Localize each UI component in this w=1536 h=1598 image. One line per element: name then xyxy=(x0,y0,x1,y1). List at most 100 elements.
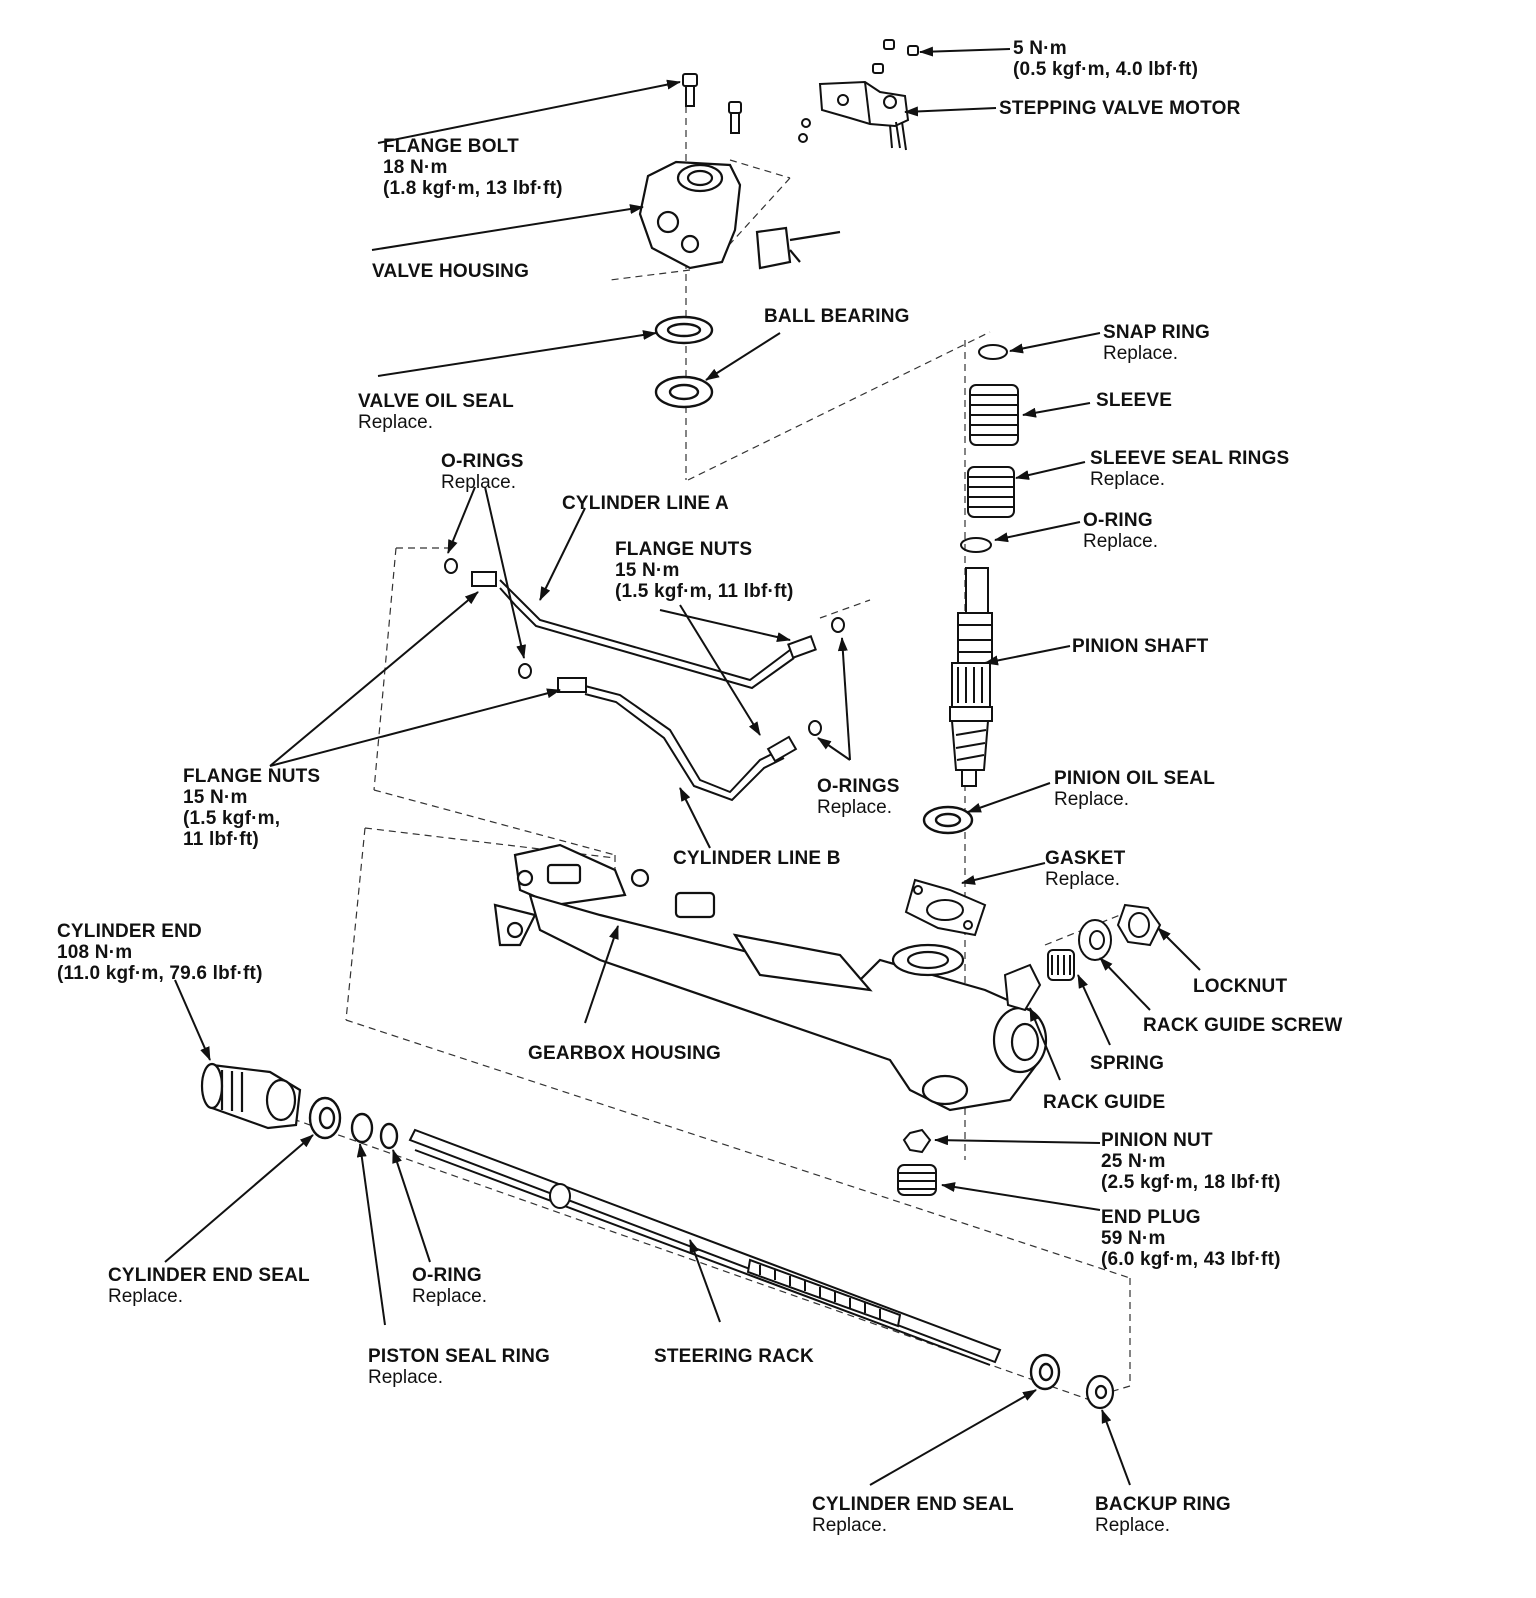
label-line: Replace. xyxy=(358,412,433,433)
stepping-valve-motor-part xyxy=(798,80,910,151)
label-title: PISTON SEAL RING xyxy=(368,1346,550,1367)
label-title: 5 N·m xyxy=(1013,38,1067,59)
label-pinion-nut: PINION NUT 25 N·m (2.5 kgf·m, 18 lbf·ft) xyxy=(1101,1130,1281,1193)
label-title: END PLUG xyxy=(1101,1207,1201,1228)
label-cylinder-end: CYLINDER END 108 N·m (11.0 kgf·m, 79.6 l… xyxy=(57,921,263,984)
label-title: O-RINGS xyxy=(441,451,524,472)
o-ring-pinion-part xyxy=(960,537,992,553)
label-rack-guide: RACK GUIDE xyxy=(1043,1092,1165,1113)
label-title: FLANGE BOLT xyxy=(383,136,519,157)
label-line: 108 N·m xyxy=(57,942,133,963)
ball-bearing-part xyxy=(654,375,714,409)
label-title: SNAP RING xyxy=(1103,322,1211,343)
cylinder-end-part xyxy=(200,1062,302,1130)
gearbox-housing-part xyxy=(493,843,1048,1112)
label-title: CYLINDER LINE B xyxy=(673,848,841,869)
cylinder-end-seal-left-part xyxy=(308,1096,342,1140)
label-title: PINION OIL SEAL xyxy=(1054,768,1216,789)
label-title: SLEEVE SEAL RINGS xyxy=(1090,448,1290,469)
valve-oil-seal-part xyxy=(654,315,714,345)
spring-part xyxy=(1047,949,1075,981)
label-line: (1.8 kgf·m, 13 lbf·ft) xyxy=(383,178,563,199)
flange-bolt-part xyxy=(682,73,742,134)
label-line: 11 lbf·ft) xyxy=(183,829,259,850)
cylinder-end-seal-right-part xyxy=(1029,1353,1061,1391)
label-cylinder-end-seal-right: CYLINDER END SEAL Replace. xyxy=(812,1494,1014,1536)
label-title: O-RING xyxy=(1083,510,1153,531)
label-line: Replace. xyxy=(1045,869,1120,890)
label-line: Replace. xyxy=(1054,789,1129,810)
label-line: Replace. xyxy=(1103,343,1178,364)
label-title: O-RINGS xyxy=(817,776,900,797)
label-o-ring-rack: O-RING Replace. xyxy=(412,1265,487,1307)
label-line: 18 N·m xyxy=(383,157,448,178)
label-o-ring-pinion: O-RING Replace. xyxy=(1083,510,1158,552)
label-flange-nuts-left: FLANGE NUTS 15 N·m (1.5 kgf·m, 11 lbf·ft… xyxy=(183,766,320,850)
label-title: CYLINDER LINE A xyxy=(562,493,729,514)
label-pinion-shaft: PINION SHAFT xyxy=(1072,636,1208,657)
label-line: (1.5 kgf·m, 11 lbf·ft) xyxy=(615,581,794,602)
pinion-nut-part xyxy=(902,1128,932,1154)
cylinder-line-b-part xyxy=(557,677,798,802)
rack-guide-screw-part xyxy=(1078,919,1112,961)
label-title: VALVE OIL SEAL xyxy=(358,391,514,412)
label-piston-seal-ring: PISTON SEAL RING Replace. xyxy=(368,1346,550,1388)
label-valve-oil-seal: VALVE OIL SEAL Replace. xyxy=(358,391,514,433)
motor-screws xyxy=(872,39,919,74)
label-rack-guide-screw: RACK GUIDE SCREW xyxy=(1143,1015,1343,1036)
label-flange-bolt: FLANGE BOLT 18 N·m (1.8 kgf·m, 13 lbf·ft… xyxy=(383,136,563,199)
label-o-rings-mid: O-RINGS Replace. xyxy=(817,776,900,818)
label-valve-housing: VALVE HOUSING xyxy=(372,261,529,282)
label-spring: SPRING xyxy=(1090,1053,1164,1074)
label-line: Replace. xyxy=(812,1515,887,1536)
label-title: PINION NUT xyxy=(1101,1130,1213,1151)
label-line: Replace. xyxy=(817,797,892,818)
label-line: 15 N·m xyxy=(183,787,248,808)
label-backup-ring: BACKUP RING Replace. xyxy=(1095,1494,1231,1536)
valve-housing-part xyxy=(638,160,841,270)
label-line: Replace. xyxy=(1083,531,1158,552)
label-line: Replace. xyxy=(412,1286,487,1307)
leader-arrows xyxy=(164,46,1201,1486)
label-title: BALL BEARING xyxy=(764,306,910,327)
label-gearbox-housing: GEARBOX HOUSING xyxy=(528,1043,721,1064)
label-line: Replace. xyxy=(108,1286,183,1307)
label-sleeve: SLEEVE xyxy=(1096,390,1172,411)
label-pinion-oil-seal: PINION OIL SEAL Replace. xyxy=(1054,768,1215,810)
label-line: (2.5 kgf·m, 18 lbf·ft) xyxy=(1101,1172,1281,1193)
label-line: Replace. xyxy=(1090,469,1165,490)
backup-ring-part xyxy=(1085,1374,1115,1410)
pinion-shaft-part xyxy=(949,567,993,787)
label-title: SPRING xyxy=(1090,1053,1165,1074)
label-line: (11.0 kgf·m, 79.6 lbf·ft) xyxy=(57,963,263,984)
label-title: CYLINDER END SEAL xyxy=(812,1494,1014,1515)
piston-and-o-ring-part xyxy=(350,1112,399,1150)
label-cylinder-end-seal-left: CYLINDER END SEAL Replace. xyxy=(108,1265,310,1307)
label-title: RACK GUIDE xyxy=(1043,1092,1166,1113)
label-title: RACK GUIDE SCREW xyxy=(1143,1015,1343,1036)
label-title: PINION SHAFT xyxy=(1072,636,1209,657)
label-line: 25 N·m xyxy=(1101,1151,1166,1172)
label-line: (0.5 kgf·m, 4.0 lbf·ft) xyxy=(1013,59,1199,80)
label-title: VALVE HOUSING xyxy=(372,261,530,282)
sleeve-seal-rings-part xyxy=(967,466,1015,518)
label-title: STEERING RACK xyxy=(654,1346,814,1367)
pinion-oil-seal-part xyxy=(922,805,974,835)
label-locknut: LOCKNUT xyxy=(1193,976,1287,997)
label-line: 59 N·m xyxy=(1101,1228,1166,1249)
o-rings-small xyxy=(444,558,845,736)
label-ball-bearing: BALL BEARING xyxy=(764,306,910,327)
sleeve-part xyxy=(969,384,1019,446)
label-line: Replace. xyxy=(368,1367,443,1388)
label-title: GEARBOX HOUSING xyxy=(528,1043,722,1064)
label-line: Replace. xyxy=(1095,1515,1170,1536)
label-snap-ring: SNAP RING Replace. xyxy=(1103,322,1210,364)
label-title: FLANGE NUTS xyxy=(615,539,753,560)
label-cylinder-line-b: CYLINDER LINE B xyxy=(673,848,841,869)
label-title: BACKUP RING xyxy=(1095,1494,1231,1515)
label-line: (1.5 kgf·m, xyxy=(183,808,281,829)
label-flange-nuts-top: FLANGE NUTS 15 N·m (1.5 kgf·m, 11 lbf·ft… xyxy=(615,539,794,602)
rack-guide-part xyxy=(1003,963,1042,1012)
label-stepping-valve-motor: STEPPING VALVE MOTOR xyxy=(999,98,1241,119)
label-o-rings-top: O-RINGS Replace. xyxy=(441,451,524,493)
